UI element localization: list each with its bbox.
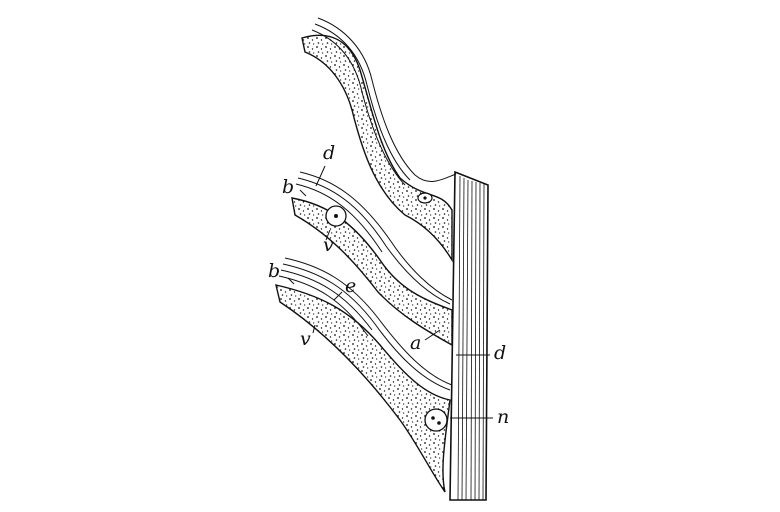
middle-branch [291,171,453,347]
label-d-right: d [494,342,507,364]
leader-lines [287,165,493,419]
label-b-top: b [282,176,295,198]
label-a: a [410,332,422,354]
label-e: e [345,275,357,297]
label-v-top: v [323,234,334,256]
main-trunk [449,170,489,501]
label-v-bottom: v [300,328,311,350]
label-b-bottom: b [268,260,281,282]
lower-branch [275,257,453,493]
upper-branch [301,17,457,263]
label-n: n [497,406,510,428]
label-d-top: d [323,142,336,164]
